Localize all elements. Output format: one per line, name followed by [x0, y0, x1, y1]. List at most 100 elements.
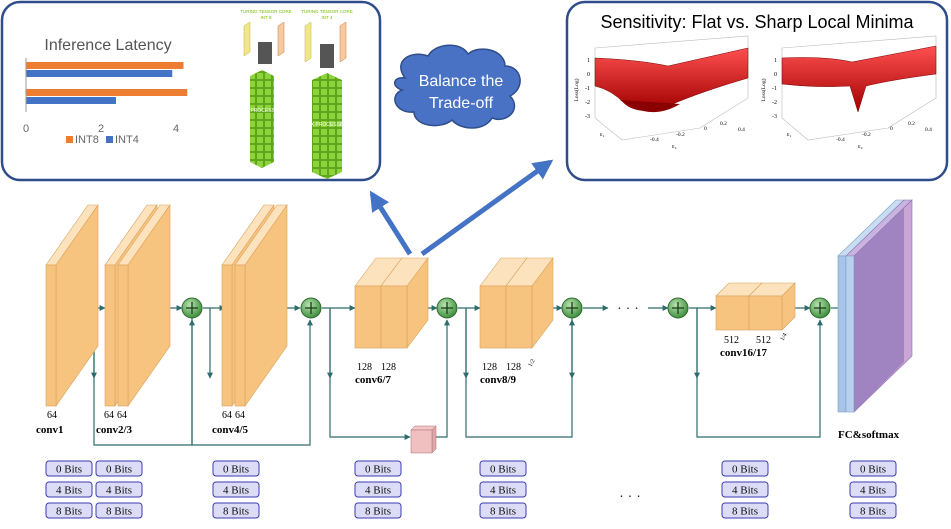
sharp-surface: [781, 45, 937, 113]
sharp-ztick-3: -1: [772, 86, 777, 92]
conv16-17-name: conv16/17: [720, 347, 768, 359]
flat-xlabel: ε₁: [600, 132, 605, 138]
sharp-ylabel: ε₂: [858, 144, 863, 150]
bits-chip-label: 0 Bits: [490, 464, 516, 476]
latency-panel: Inference Latency 0 2 4 INT8 INT4 TURING…: [0, 0, 382, 182]
bits-chip-label: 0 Bits: [732, 464, 758, 476]
cloud-line-1: Balance the: [419, 73, 504, 90]
bits-option-conv1-8[interactable]: 8 Bits: [45, 502, 93, 519]
bits-chip-box: [354, 502, 402, 519]
bits-chip-label: 0 Bits: [223, 464, 249, 476]
sharp-ztick-1: 1: [774, 58, 777, 64]
bits-chip-label: 0 Bits: [365, 464, 391, 476]
bits-chip-box: [849, 502, 897, 519]
layer-conv6-7[interactable]: [354, 257, 429, 349]
add-node: [181, 297, 203, 319]
flat-ztick-4: -2: [585, 100, 590, 106]
add-nodes: [181, 297, 831, 319]
cloud-line-2: Trade-off: [429, 95, 494, 112]
bits-option-conv1-0[interactable]: 0 Bits: [45, 460, 93, 477]
bits-chip-label: 4 Bits: [56, 485, 82, 497]
sharp-ztick-5: -3: [772, 114, 777, 120]
add-node: [436, 297, 458, 319]
bits-option-conv2-3-8[interactable]: 8 Bits: [95, 502, 143, 519]
bits-option-conv8-9-4[interactable]: 4 Bits: [479, 481, 527, 498]
bits-chip-label: 4 Bits: [732, 485, 758, 497]
fc-softmax-name: FC&softmax: [838, 429, 900, 441]
bits-option-conv8-9-8[interactable]: 8 Bits: [479, 502, 527, 519]
bits-option-fc-8[interactable]: 8 Bits: [849, 502, 897, 519]
bits-option-conv6-7-0[interactable]: 0 Bits: [354, 460, 402, 477]
flat-ztick-3: -1: [585, 86, 590, 92]
core-int4-label-bottom: INT 4: [322, 15, 333, 20]
layer-conv8-9[interactable]: [479, 257, 554, 349]
bits-option-conv1-4[interactable]: 4 Bits: [45, 481, 93, 498]
conv4-5-name: conv4/5: [212, 424, 249, 436]
downsample-block[interactable]: [410, 425, 437, 454]
tensor-core-int4-image: TURING TENSOR CORE INT 4 32X PROCESSING: [301, 9, 353, 179]
layer-conv4-5[interactable]: [221, 204, 288, 407]
bits-option-conv6-7-8[interactable]: 8 Bits: [354, 502, 402, 519]
add-node: [561, 297, 583, 319]
bits-chip-box: [479, 460, 527, 477]
bits-option-fc-4[interactable]: 4 Bits: [849, 481, 897, 498]
flat-ytick-3: 0: [704, 126, 707, 132]
bits-chip-label: 0 Bits: [56, 464, 82, 476]
bits-option-conv6-7-4[interactable]: 4 Bits: [354, 481, 402, 498]
layer-conv1[interactable]: [45, 204, 99, 407]
bits-option-conv16-17-0[interactable]: 0 Bits: [721, 460, 769, 477]
sensitivity-panel: Sensitivity: Flat vs. Sharp Local Minima…: [565, 0, 949, 182]
bits-ellipsis: · · ·: [619, 487, 641, 503]
add-node: [300, 297, 322, 319]
core-int4-block-text: 32X PROCESSING: [305, 122, 349, 128]
bits-option-fc-0[interactable]: 0 Bits: [849, 460, 897, 477]
bits-option-conv4-5-0[interactable]: 0 Bits: [212, 460, 260, 477]
conv8-dim: 128: [482, 362, 497, 373]
bits-chip-box: [45, 481, 93, 498]
layer-conv16-17[interactable]: [715, 282, 796, 331]
cloud-shape: [394, 44, 521, 129]
layer-conv2-3[interactable]: [104, 204, 171, 407]
bits-option-conv4-5-4[interactable]: 4 Bits: [212, 481, 260, 498]
bits-chip-label: 8 Bits: [106, 506, 132, 518]
sensitivity-title: Sensitivity: Flat vs. Sharp Local Minima: [600, 12, 914, 32]
bits-option-conv8-9-0[interactable]: 0 Bits: [479, 460, 527, 477]
latency-tick-2: 2: [98, 123, 104, 135]
bits-chip-box: [479, 481, 527, 498]
bits-option-conv2-3-4[interactable]: 4 Bits: [95, 481, 143, 498]
bits-chip-label: 8 Bits: [490, 506, 516, 518]
bits-chip-label: 0 Bits: [860, 464, 886, 476]
conv9-dim: 128: [506, 362, 521, 373]
latency-bar-int8-1: [26, 62, 184, 69]
latency-chart-title: Inference Latency: [44, 37, 171, 54]
bits-chip-label: 8 Bits: [732, 506, 758, 518]
bits-option-conv16-17-4[interactable]: 4 Bits: [721, 481, 769, 498]
layer-fc-softmax[interactable]: [837, 199, 913, 413]
arrow-to-latency: [369, 190, 413, 256]
bits-chip-box: [354, 481, 402, 498]
bits-option-conv2-3-0[interactable]: 0 Bits: [95, 460, 143, 477]
conv6-7-name: conv6/7: [355, 374, 392, 386]
flat-ytick-1: -0.4: [650, 137, 659, 143]
conv5-dim: 64: [235, 410, 245, 421]
sharp-xlabel: ε₁: [787, 132, 792, 138]
arrow-to-sensitivity: [420, 159, 554, 257]
bits-chip-box: [721, 502, 769, 519]
bits-chip-box: [479, 502, 527, 519]
legend-int8-label: INT8: [75, 134, 99, 146]
latency-bar-int4-1: [26, 70, 173, 77]
bits-chip-label: 8 Bits: [223, 506, 249, 518]
conv16-dim: 512: [724, 335, 739, 346]
conv4-dim: 64: [222, 410, 232, 421]
flat-ytick-4: 0.2: [720, 121, 727, 127]
conv16-17-scale: 1/4: [780, 332, 789, 342]
bits-chip-box: [721, 481, 769, 498]
flat-ztick-5: -3: [585, 114, 590, 120]
flow-ellipsis: · · ·: [617, 299, 639, 315]
conv17-dim: 512: [756, 335, 771, 346]
bits-option-conv16-17-8[interactable]: 8 Bits: [721, 502, 769, 519]
bits-chip-box: [95, 460, 143, 477]
bits-option-conv4-5-8[interactable]: 8 Bits: [212, 502, 260, 519]
bits-chip-box: [721, 460, 769, 477]
